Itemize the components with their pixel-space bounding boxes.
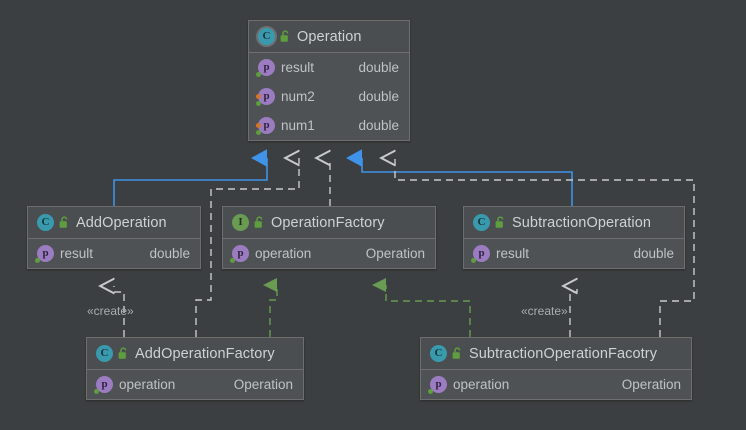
edge-label-create-right: «create» <box>521 304 568 318</box>
unlocked-padlock-icon <box>59 216 70 229</box>
class-members: p result double p num2 double p nu <box>249 53 409 140</box>
class-name: SubtractionOperation <box>512 214 652 231</box>
unlocked-padlock-icon <box>452 347 463 360</box>
edge-label-create-left: «create» <box>87 304 134 318</box>
edge-subtractionoperation-extends-operation[interactable] <box>346 149 573 206</box>
class-node-add-operation[interactable]: C AddOperation p result double <box>27 206 201 269</box>
property-icon: p <box>471 245 490 263</box>
member-row[interactable]: p result double <box>464 239 684 268</box>
class-members: p result double <box>28 239 200 268</box>
member-name: result <box>60 246 94 261</box>
unlocked-padlock-icon <box>254 216 265 229</box>
class-abstract-icon: C <box>258 28 275 45</box>
green-dot-badge <box>256 101 261 106</box>
class-node-header[interactable]: C SubtractionOperationFacotry <box>421 338 691 370</box>
unlocked-padlock-icon <box>280 30 291 43</box>
class-name: SubtractionOperationFacotry <box>469 345 658 362</box>
orange-dot-badge <box>256 94 261 99</box>
edge-subtractionfacotry-implements-operationfactory[interactable] <box>372 278 471 337</box>
unlocked-padlock-icon <box>118 347 129 360</box>
property-icon: p <box>35 245 54 263</box>
class-node-header[interactable]: C Operation <box>249 21 409 53</box>
member-row[interactable]: p operation Operation <box>223 239 435 268</box>
green-dot-badge <box>230 258 235 263</box>
property-icon: p <box>256 88 275 106</box>
class-node-operation-factory[interactable]: I OperationFactory p operation Operation <box>222 206 436 269</box>
class-name: AddOperationFactory <box>135 345 275 362</box>
green-dot-badge <box>256 130 261 135</box>
class-icon: C <box>430 345 447 362</box>
member-type: double <box>633 246 674 261</box>
class-name: Operation <box>297 28 362 45</box>
member-name: operation <box>453 377 510 392</box>
class-members: p operation Operation <box>421 370 691 399</box>
class-node-subtraction-operation[interactable]: C SubtractionOperation p result double <box>463 206 685 269</box>
member-name: num1 <box>281 118 315 133</box>
member-name: operation <box>119 377 176 392</box>
member-type: double <box>358 60 399 75</box>
green-dot-badge <box>256 72 261 77</box>
property-icon: p <box>256 59 275 77</box>
member-type: Operation <box>365 246 425 261</box>
class-icon: C <box>37 214 54 231</box>
green-dot-badge <box>471 258 476 263</box>
member-type: Operation <box>233 377 293 392</box>
class-name: OperationFactory <box>271 214 385 231</box>
member-name: num2 <box>281 89 315 104</box>
class-node-add-operation-factory[interactable]: C AddOperationFactory p operation Operat… <box>86 337 304 400</box>
member-row[interactable]: p num2 double <box>249 82 409 111</box>
member-row[interactable]: p operation Operation <box>87 370 303 399</box>
orange-dot-badge <box>256 123 261 128</box>
class-icon: C <box>96 345 113 362</box>
unlocked-padlock-icon <box>495 216 506 229</box>
class-name: AddOperation <box>76 214 167 231</box>
member-row[interactable]: p result double <box>249 53 409 82</box>
property-icon: p <box>230 245 249 263</box>
class-node-operation[interactable]: C Operation p result double p <box>248 20 410 141</box>
class-node-header[interactable]: C AddOperationFactory <box>87 338 303 370</box>
class-node-subtraction-operation-facotry[interactable]: C SubtractionOperationFacotry p operatio… <box>420 337 692 400</box>
class-node-header[interactable]: C SubtractionOperation <box>464 207 684 239</box>
property-icon: p <box>256 117 275 135</box>
member-name: operation <box>255 246 312 261</box>
member-row[interactable]: p num1 double <box>249 111 409 140</box>
class-members: p operation Operation <box>87 370 303 399</box>
class-icon: C <box>473 214 490 231</box>
member-name: result <box>496 246 530 261</box>
property-icon: p <box>94 376 113 394</box>
member-name: result <box>281 60 315 75</box>
property-icon: p <box>428 376 447 394</box>
member-row[interactable]: p result double <box>28 239 200 268</box>
green-dot-badge <box>94 389 99 394</box>
edge-subtractionfacotry-creates-subtractionoperation[interactable] <box>570 286 578 337</box>
member-type: double <box>149 246 190 261</box>
member-type: Operation <box>621 377 681 392</box>
edge-addoperation-extends-operation[interactable] <box>113 149 268 206</box>
member-type: double <box>358 89 399 104</box>
member-type: double <box>358 118 399 133</box>
class-members: p result double <box>464 239 684 268</box>
green-dot-badge <box>428 389 433 394</box>
class-members: p operation Operation <box>223 239 435 268</box>
interface-icon: I <box>232 214 249 231</box>
member-row[interactable]: p operation Operation <box>421 370 691 399</box>
class-node-header[interactable]: C AddOperation <box>28 207 200 239</box>
green-dot-badge <box>35 258 40 263</box>
edge-addoperationfactory-implements-operationfactory[interactable] <box>263 278 278 337</box>
class-node-header[interactable]: I OperationFactory <box>223 207 435 239</box>
